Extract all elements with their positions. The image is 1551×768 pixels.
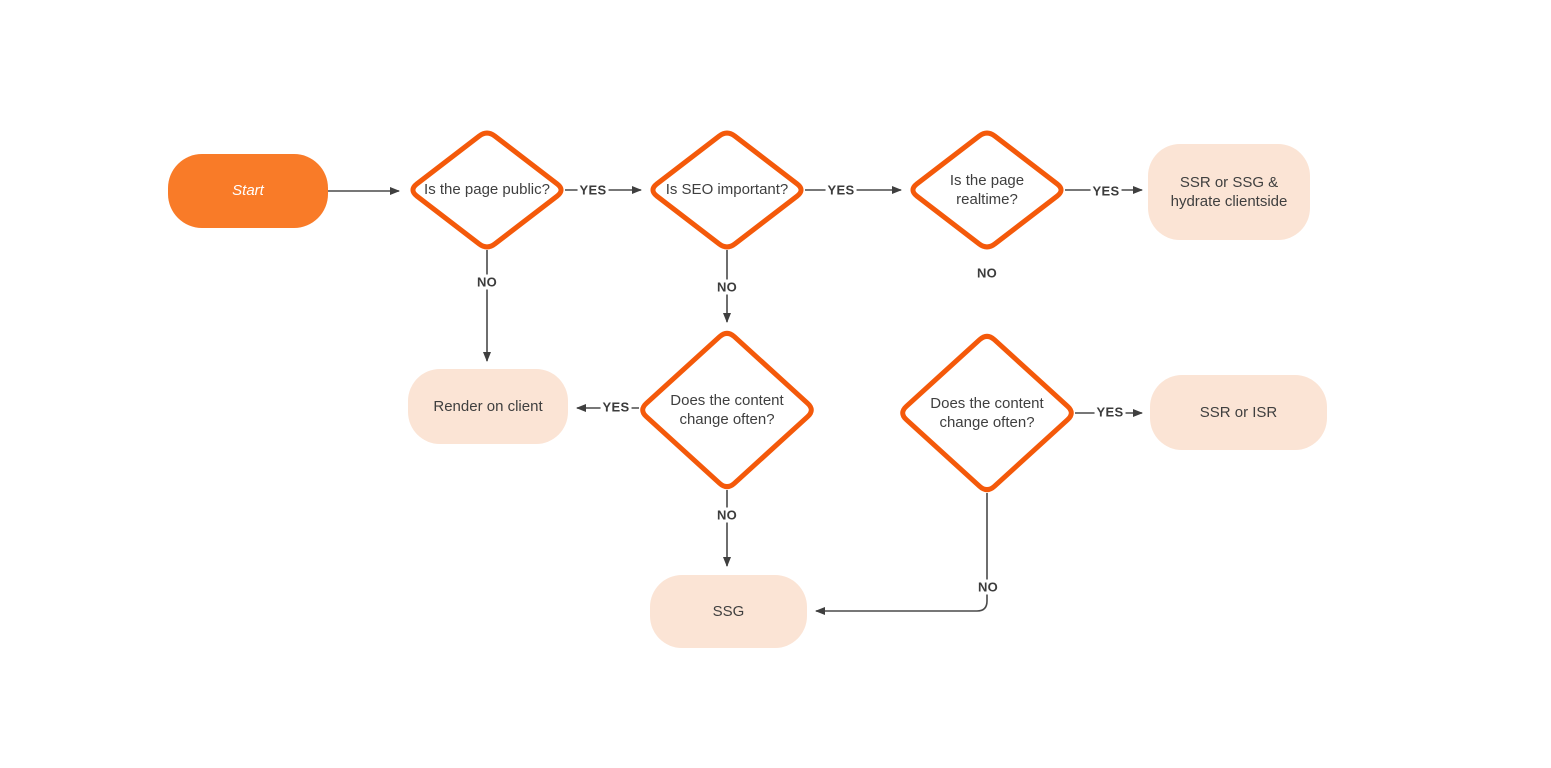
edge-label-yes-public: YES [577, 182, 609, 198]
decision-seo-label: Is SEO important? [665, 181, 789, 199]
edge-label-no-seo: NO [714, 279, 740, 295]
decision-change-right-label: Does the content change often? [930, 394, 1044, 432]
result-ssr-isr: SSR or ISR [1150, 375, 1327, 450]
result-render-on-client: Render on client [408, 369, 568, 444]
result-ssr-ssg-hydrate: SSR or SSG & hydrate clientside [1148, 144, 1310, 240]
decision-realtime-shape [910, 130, 1064, 250]
start-node: Start [168, 154, 328, 228]
edge-label-yes-seo: YES [825, 182, 857, 198]
edge-label-no-change-left: NO [714, 507, 740, 523]
edge-label-no-realtime: NO [974, 265, 1000, 281]
edge-label-yes-change-right: YES [1094, 404, 1126, 420]
decision-seo-shape [650, 130, 804, 250]
result-ssg: SSG [650, 575, 807, 648]
edge-label-no-public: NO [474, 274, 500, 290]
edge-label-yes-realtime: YES [1090, 183, 1122, 199]
decision-public-shape [410, 130, 564, 250]
edge-label-yes-change-left: YES [600, 399, 632, 415]
decision-change-left-label: Does the content change often? [670, 391, 784, 429]
decision-realtime-label: Is the page realtime? [949, 171, 1025, 209]
edge-changeright-no-ssg [815, 493, 988, 615]
decision-change-right-shape [900, 333, 1074, 493]
decision-change-left-shape [640, 330, 814, 490]
edge-label-no-change-right: NO [975, 579, 1001, 595]
decision-public-label: Is the page public? [424, 181, 550, 199]
